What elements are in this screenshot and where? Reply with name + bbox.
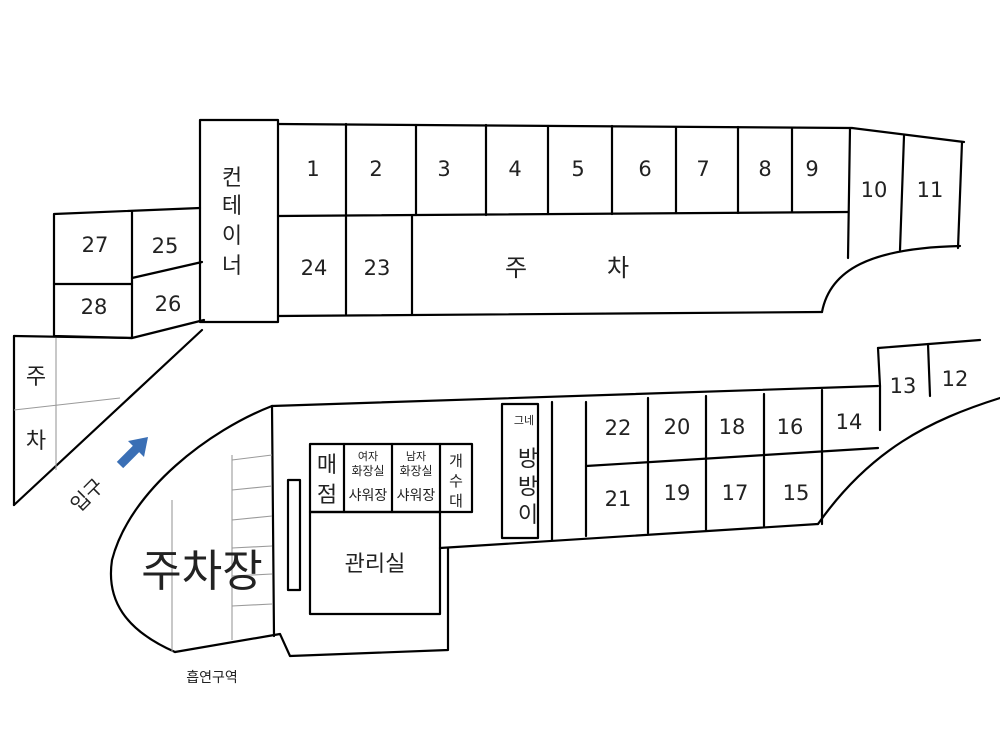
site-14[interactable]: 14 xyxy=(836,410,863,434)
site-12[interactable]: 12 xyxy=(942,367,969,391)
facility-building xyxy=(308,442,474,616)
site-2[interactable]: 2 xyxy=(369,157,382,181)
container-char: 컨 xyxy=(222,166,242,191)
left-small-block xyxy=(52,206,206,340)
site-16[interactable]: 16 xyxy=(777,415,804,439)
sink-label-char: 대 xyxy=(449,492,463,510)
site-15[interactable]: 15 xyxy=(783,481,810,505)
big-parking-label: 주차장 xyxy=(141,546,262,597)
site-23[interactable]: 23 xyxy=(364,256,391,280)
men-shower-label: 샤워장 xyxy=(397,488,436,504)
entrance-label: 입구 xyxy=(66,474,109,517)
trampoline-label-char: 방 xyxy=(518,447,538,472)
site-18[interactable]: 18 xyxy=(719,415,746,439)
site-1[interactable]: 1 xyxy=(306,157,319,181)
site-7[interactable]: 7 xyxy=(696,157,709,181)
site-10[interactable]: 10 xyxy=(861,178,888,202)
left-parking-label-char: 주 xyxy=(26,365,46,390)
parking-label-char: 차 xyxy=(607,254,629,282)
site-21[interactable]: 21 xyxy=(605,487,632,511)
women-restroom-line1: 화장실 xyxy=(351,464,384,478)
site-6[interactable]: 6 xyxy=(638,157,651,181)
arrow-shaft xyxy=(116,443,142,469)
men-restroom-line1: 화장실 xyxy=(399,464,432,478)
site-24[interactable]: 24 xyxy=(301,256,328,280)
trampoline-label-char: 이 xyxy=(518,503,538,528)
entrance-arrow xyxy=(116,437,148,469)
site-11[interactable]: 11 xyxy=(917,178,944,202)
site-28[interactable]: 28 xyxy=(81,295,108,319)
site-17[interactable]: 17 xyxy=(722,481,749,505)
smoking-area-label: 흡연구역 xyxy=(186,670,238,686)
store-label-char: 매 xyxy=(317,453,337,478)
site-20[interactable]: 20 xyxy=(664,415,691,439)
office-label: 관리실 xyxy=(345,552,406,577)
store-label-char: 점 xyxy=(317,483,337,508)
sink-label-char: 수 xyxy=(449,472,463,490)
women-restroom-title: 여자 xyxy=(358,450,378,463)
site-3[interactable]: 3 xyxy=(437,157,450,181)
top-block-outline xyxy=(198,118,966,324)
site-27[interactable]: 27 xyxy=(82,233,109,257)
site-25[interactable]: 25 xyxy=(152,234,179,258)
men-restroom-title: 남자 xyxy=(406,450,426,463)
site-5[interactable]: 5 xyxy=(571,157,584,181)
arrow-head xyxy=(128,437,148,457)
site-26[interactable]: 26 xyxy=(155,292,182,316)
women-shower-label: 샤워장 xyxy=(349,488,388,504)
site-numbers: 1 2 3 4 5 6 7 8 9 10 11 12 13 14 15 16 1… xyxy=(81,157,969,511)
site-19[interactable]: 19 xyxy=(664,481,691,505)
site-4[interactable]: 4 xyxy=(508,157,521,181)
container-char: 이 xyxy=(222,224,242,249)
container-char: 너 xyxy=(222,254,242,279)
site-22[interactable]: 22 xyxy=(605,416,632,440)
sink-label-char: 개 xyxy=(449,452,463,470)
left-parking-label-char: 차 xyxy=(26,429,46,454)
container-label: 컨 테 이 너 xyxy=(222,166,242,279)
container-char: 테 xyxy=(222,194,242,219)
left-road xyxy=(12,328,204,507)
site-9[interactable]: 9 xyxy=(805,157,818,181)
trampoline-label-char: 방 xyxy=(518,475,538,500)
lower-block-outline xyxy=(109,338,1000,658)
parking-label-char: 주 xyxy=(505,254,527,282)
site-13[interactable]: 13 xyxy=(890,374,917,398)
site-8[interactable]: 8 xyxy=(758,157,771,181)
swing-label: 그네 xyxy=(514,414,534,427)
